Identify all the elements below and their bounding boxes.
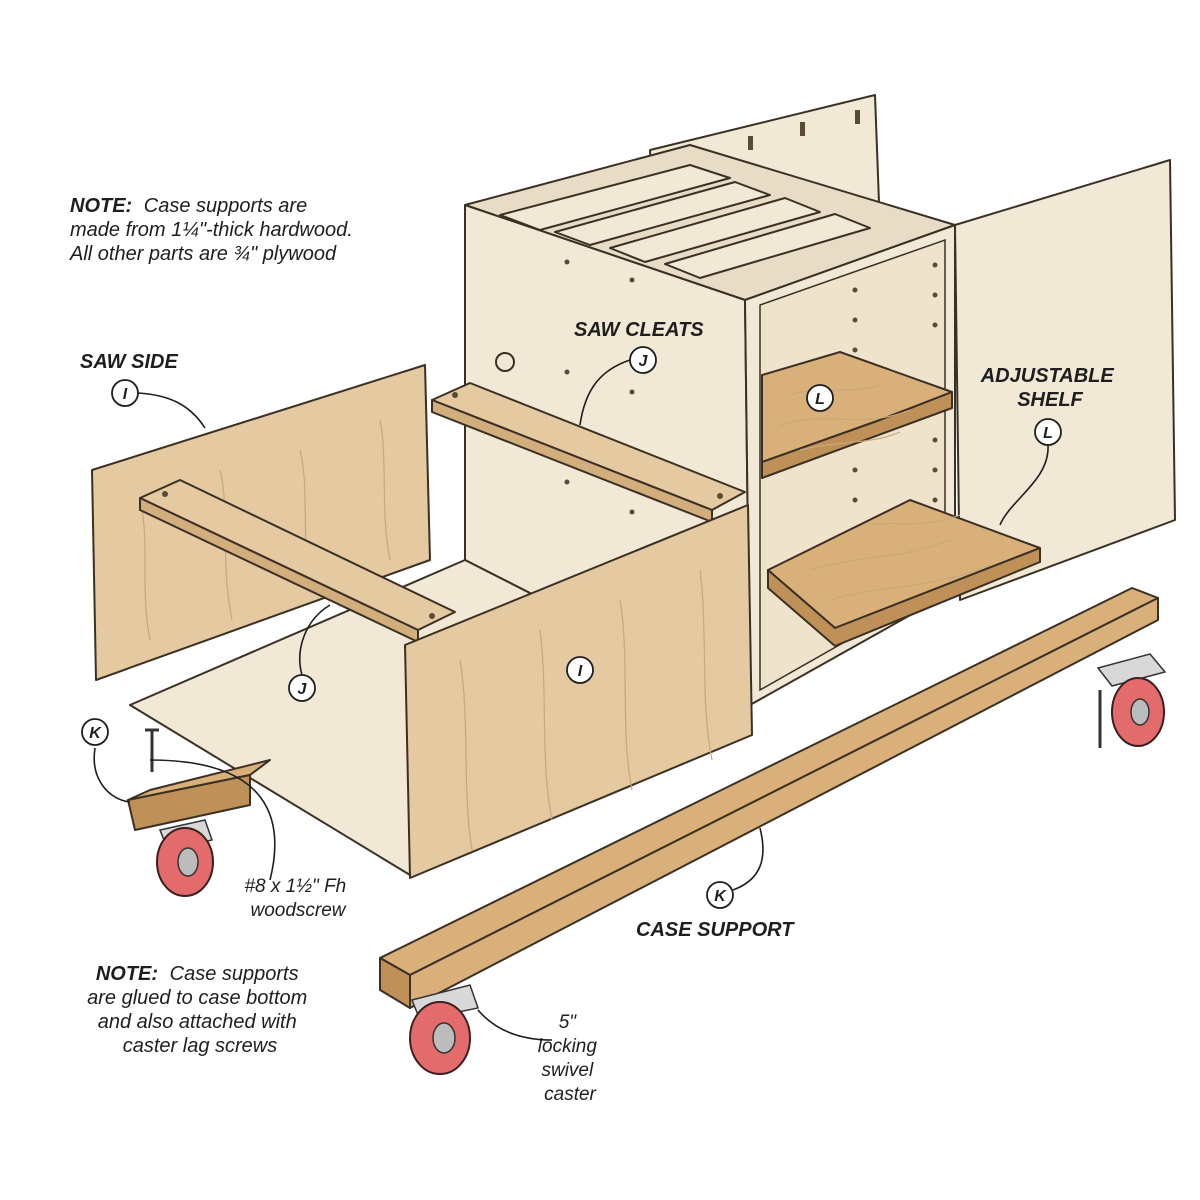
leader-lines — [93, 359, 1049, 1041]
right-side-panel — [954, 159, 1176, 601]
callout-front-side: I — [566, 656, 594, 684]
label-caster: 5" locking swivel caster — [538, 1012, 602, 1105]
note-bottom: NOTE: Case supports are glued to case bo… — [87, 963, 313, 1057]
shelf-upper-grain — [779, 384, 911, 451]
shelf-upper-edge — [761, 391, 953, 479]
case-support-long-side — [409, 597, 1159, 1009]
label-woodscrew: #8 x 1½" Fh woodscrew — [244, 876, 351, 921]
cabinet-top-slats — [499, 164, 871, 279]
svg-text:L: L — [815, 391, 825, 408]
shelf-lower-grain — [809, 514, 991, 601]
caster-right — [1096, 653, 1167, 748]
front-saw-side — [404, 504, 753, 879]
label-case-support: CASE SUPPORT — [636, 919, 795, 941]
label-saw-cleats: SAW CLEATS — [574, 319, 704, 341]
callout-saw-side: I — [111, 379, 139, 407]
callout-shelf-upper: L — [806, 384, 834, 412]
woodscrew-icon — [145, 728, 159, 772]
svg-text:K: K — [714, 888, 727, 905]
caster-left — [156, 819, 214, 897]
caster-front — [409, 984, 479, 1075]
svg-text:J: J — [298, 681, 308, 698]
label-adjustable-shelf: ADJUSTABLE SHELF — [980, 365, 1120, 411]
svg-text:L: L — [1043, 425, 1053, 442]
case-support-left-face — [127, 774, 251, 831]
shelf-lower-edge — [767, 547, 1041, 647]
callout-support-front: K — [706, 881, 734, 909]
cabinet-cord-hole — [495, 352, 515, 372]
svg-text:I: I — [578, 663, 583, 680]
svg-text:J: J — [639, 353, 649, 370]
back-panel-slots — [748, 110, 860, 150]
callout-saw-cleat-bottom: J — [288, 674, 316, 702]
svg-text:I: I — [123, 386, 128, 403]
note-top: NOTE: Case supports are made from 1¼"-th… — [69, 195, 358, 265]
callout-support-left: K — [81, 718, 109, 746]
front-side-grain — [459, 569, 713, 851]
callout-saw-cleat-top: J — [629, 346, 657, 374]
svg-text:K: K — [89, 725, 102, 742]
label-saw-side: SAW SIDE — [80, 351, 178, 373]
callout-shelf-label: L — [1034, 418, 1062, 446]
